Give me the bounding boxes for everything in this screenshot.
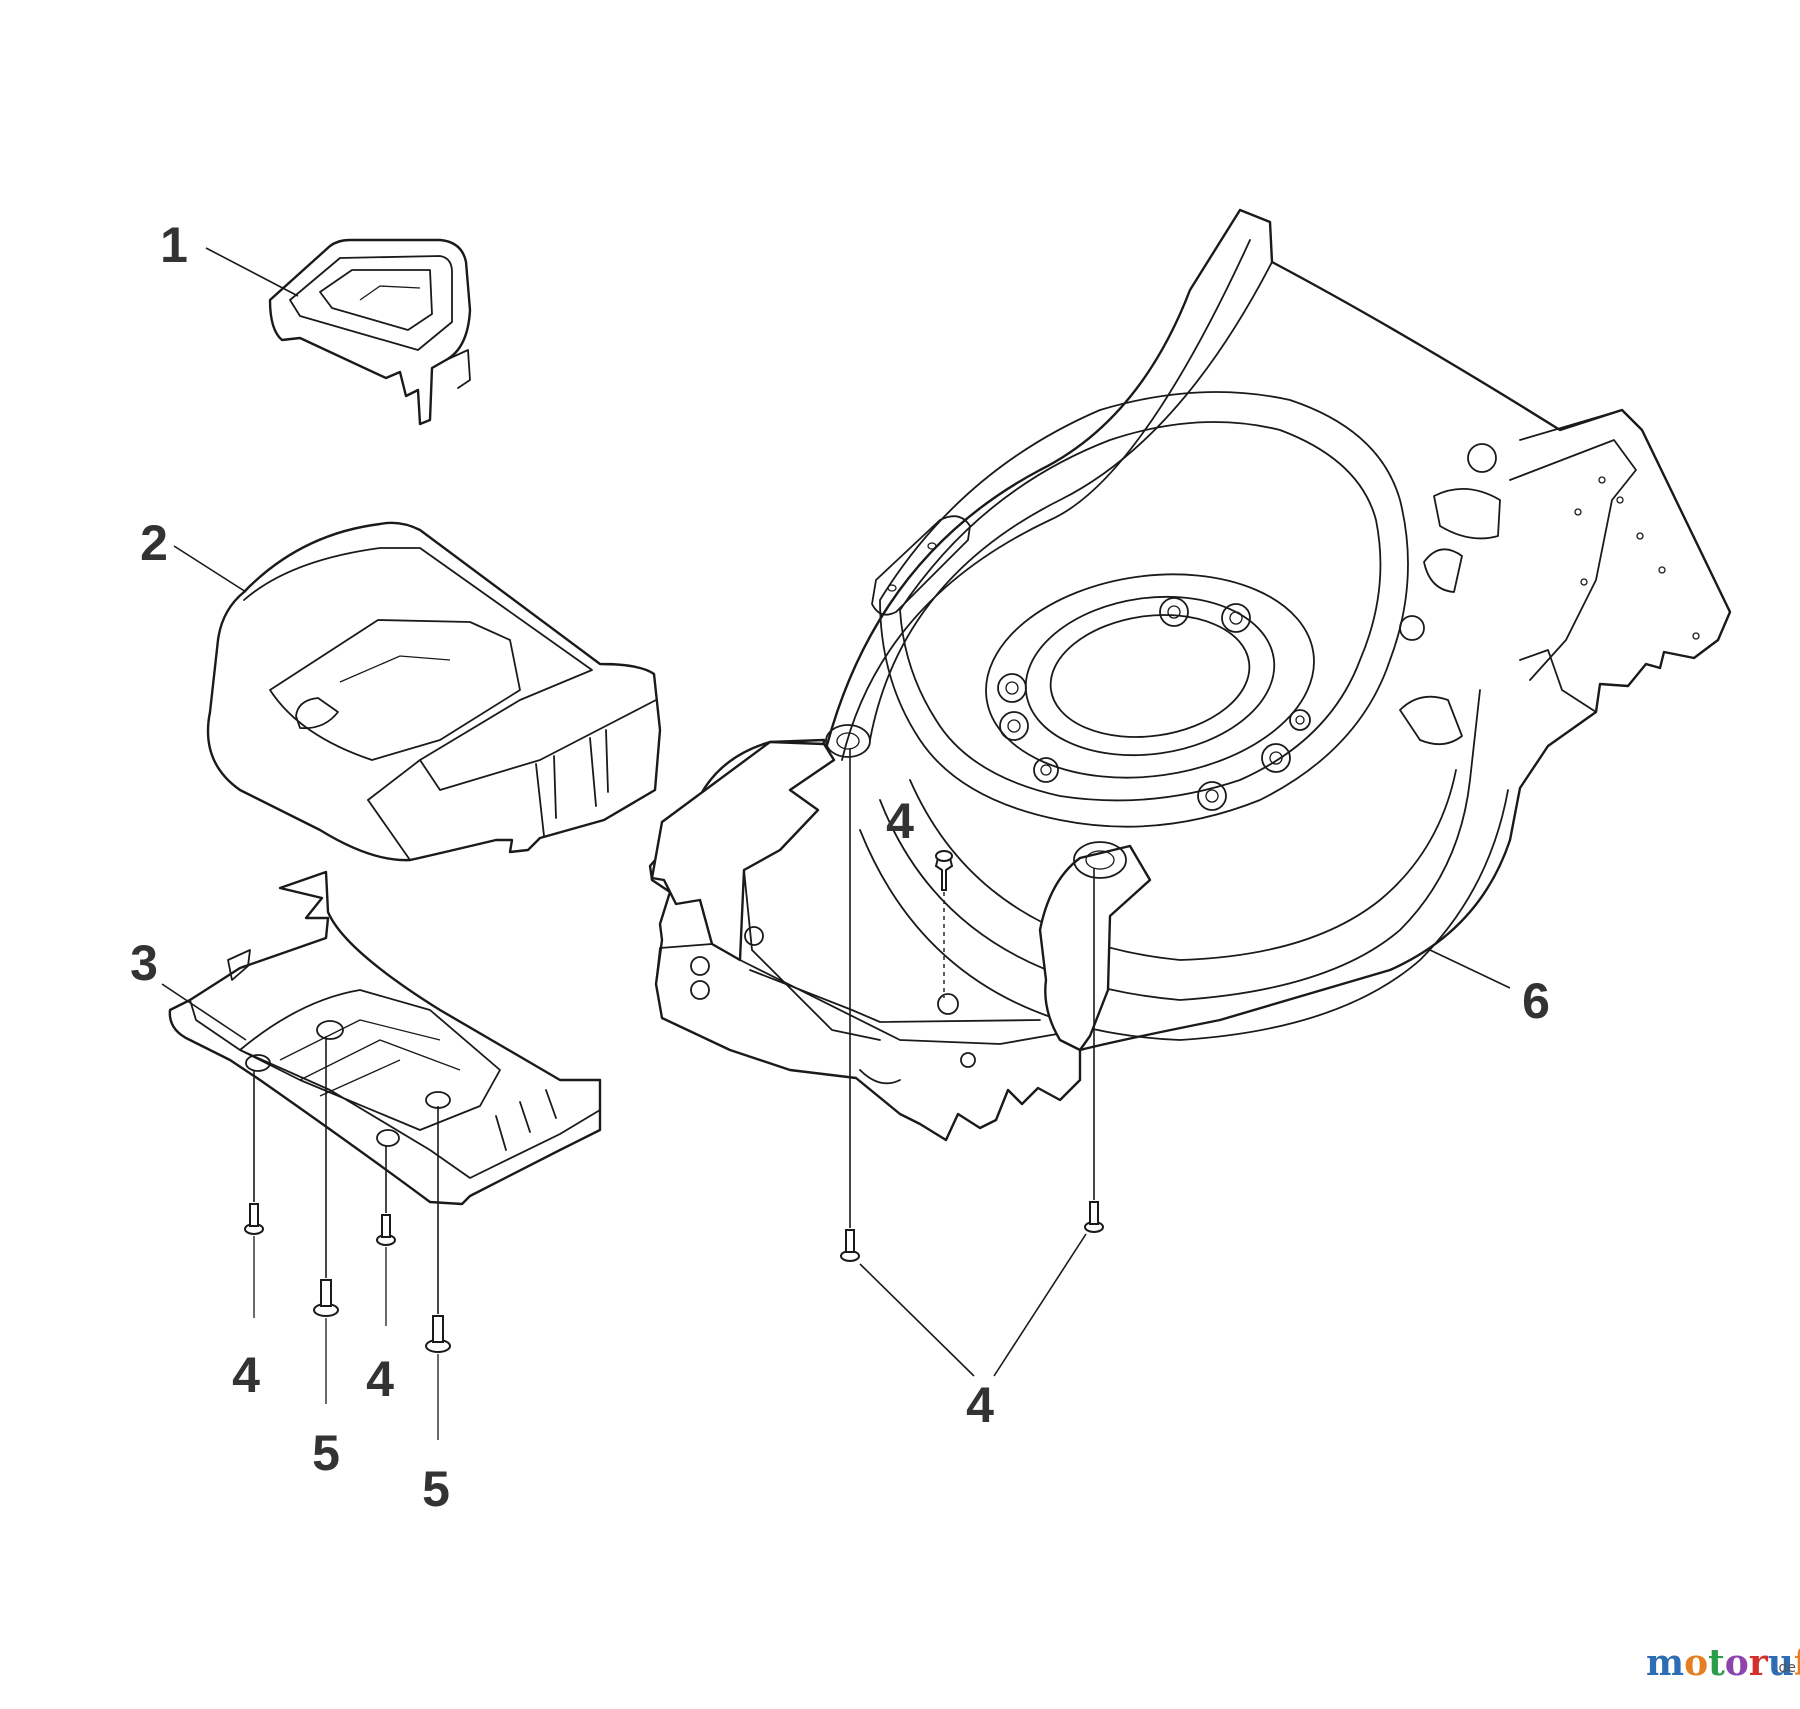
part-2-cover <box>206 521 662 862</box>
screw-5-tray-a <box>313 1279 339 1317</box>
fasteners <box>244 748 1104 1440</box>
watermark-letter: f <box>1794 1642 1800 1684</box>
watermark-letter: o <box>1684 1642 1708 1684</box>
callout-4-bottom: 4 <box>966 1377 994 1433</box>
callout-1: 1 <box>160 217 188 273</box>
callout-4-deck: 4 <box>886 793 914 849</box>
leader-lines <box>161 247 1511 1377</box>
screw-4-deck <box>934 850 954 891</box>
watermark-letter: r <box>1749 1642 1769 1684</box>
watermark-letter: o <box>1725 1642 1749 1684</box>
part-6-deck <box>648 208 1732 1142</box>
callout-2: 2 <box>140 515 168 571</box>
watermark-letter: t <box>1708 1642 1725 1684</box>
callout-6: 6 <box>1522 973 1550 1029</box>
watermark-letter: u <box>1768 1642 1794 1684</box>
deck-bosses <box>997 597 1311 811</box>
callout-3: 3 <box>130 935 158 991</box>
screw-4-deck-right <box>1084 1201 1104 1233</box>
watermark-suffix: .de <box>1774 1660 1796 1676</box>
screw-4-tray-b <box>376 1214 396 1246</box>
callout-labels: 1 2 3 4 4 5 4 5 4 6 <box>130 217 1550 1517</box>
watermark-logo: motoruf .de <box>1646 1642 1800 1684</box>
part-1-handle-cap <box>268 238 472 426</box>
part-3-tray <box>168 870 602 1206</box>
screw-4-tray-a <box>244 1203 264 1235</box>
screw-5-tray-b <box>425 1315 451 1353</box>
callout-4-left-b: 4 <box>366 1351 394 1407</box>
watermark-letter: m <box>1646 1642 1684 1684</box>
callout-4-left-a: 4 <box>232 1347 260 1403</box>
callout-5-left-b: 5 <box>422 1461 450 1517</box>
callout-5-left-a: 5 <box>312 1425 340 1481</box>
screw-4-deck-left <box>840 1229 860 1262</box>
watermark-text: motoruf <box>1646 1642 1800 1684</box>
